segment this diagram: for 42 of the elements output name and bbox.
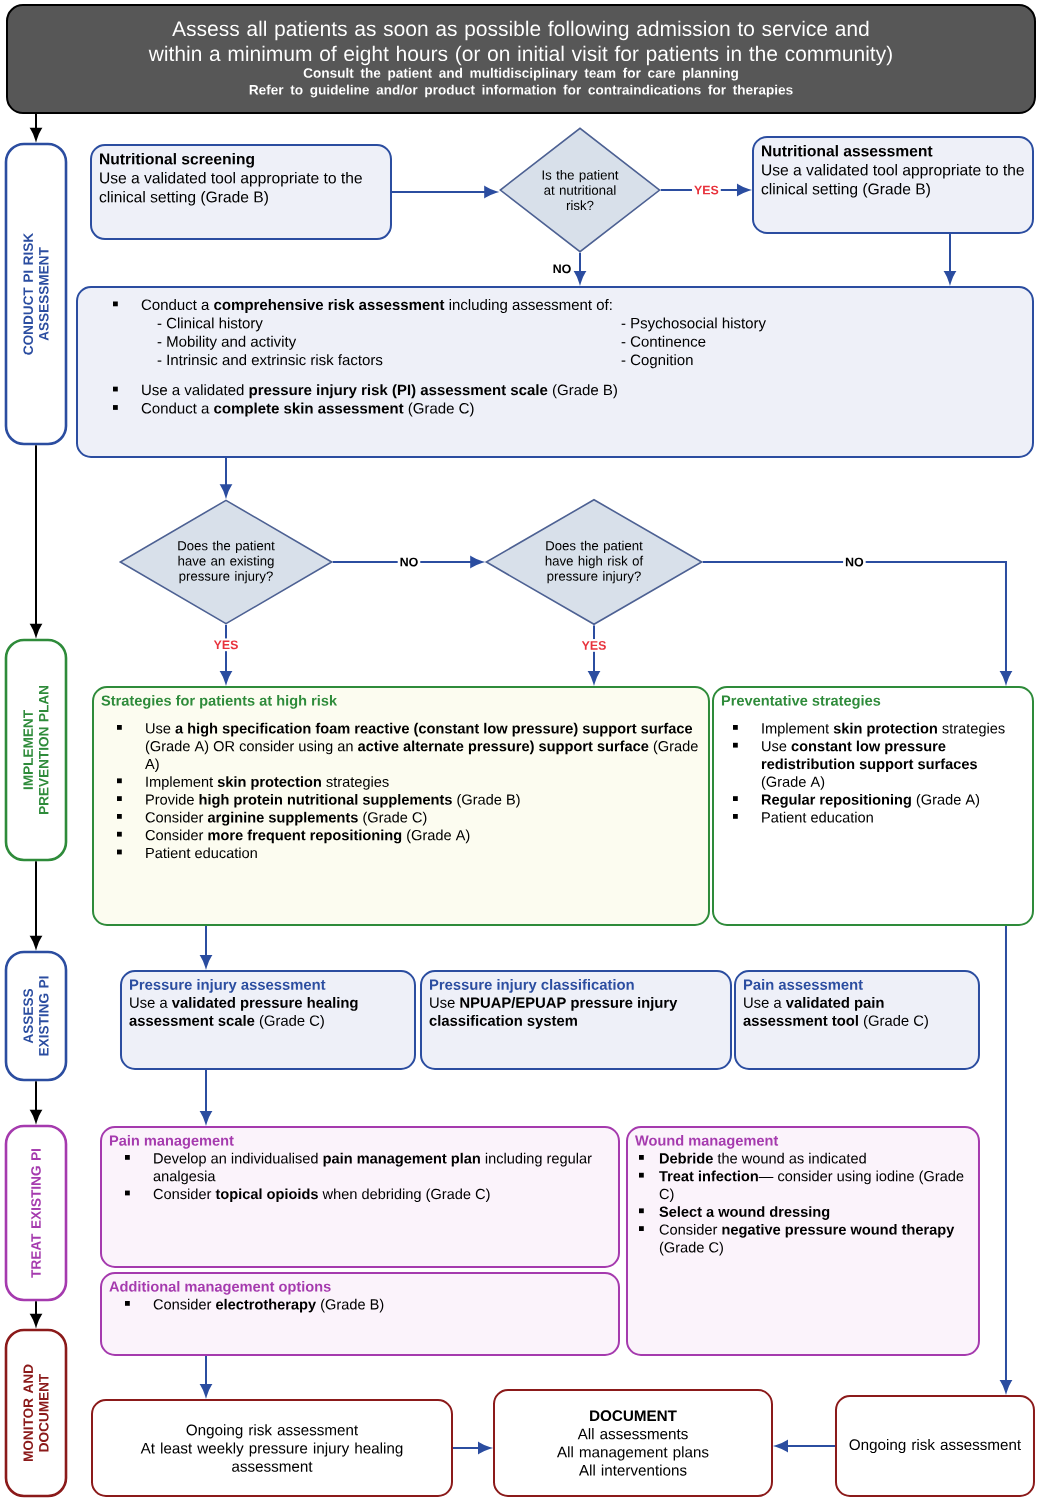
section-tab	[4, 950, 68, 1082]
arrow	[452, 1442, 491, 1454]
section-tab	[4, 142, 68, 446]
arrow	[200, 1069, 212, 1124]
process-box	[734, 970, 980, 1070]
arrow	[588, 624, 600, 684]
arrow	[30, 444, 42, 637]
arrow	[220, 623, 232, 684]
document-box	[91, 1399, 453, 1497]
strategy-box	[626, 1126, 980, 1356]
document-box	[493, 1389, 773, 1497]
assessment-box	[76, 286, 1034, 458]
arrow	[574, 251, 586, 284]
section-tab	[4, 1328, 68, 1498]
strategy-box	[92, 686, 710, 926]
strategy-box	[100, 1126, 620, 1268]
decision-diamond	[499, 127, 661, 253]
header-box	[6, 4, 1036, 114]
arrow	[701, 561, 1012, 684]
process-box	[90, 144, 392, 240]
arrow	[331, 556, 483, 568]
arrow	[30, 1080, 42, 1123]
section-tab	[4, 1124, 68, 1302]
arrow	[30, 113, 42, 141]
process-box	[420, 970, 732, 1070]
arrow	[30, 860, 42, 949]
header-text: Assess all patients as soon as possible following admission to service and within a minimum of eight hours (or on initial visit for patients in the community)	[148, 20, 892, 66]
arrow	[1000, 925, 1012, 1393]
arrow	[30, 1300, 42, 1327]
section-tab	[4, 638, 68, 862]
arrow	[200, 925, 212, 968]
arrow	[659, 184, 750, 196]
strategy-box	[712, 686, 1034, 926]
process-box	[752, 136, 1034, 234]
arrow	[775, 1440, 836, 1452]
arrow	[391, 186, 497, 198]
arrow	[220, 457, 232, 497]
process-box	[120, 970, 416, 1070]
document-box	[835, 1395, 1035, 1497]
arrow	[200, 1355, 212, 1397]
arrow	[944, 233, 956, 284]
strategy-box	[100, 1272, 620, 1356]
